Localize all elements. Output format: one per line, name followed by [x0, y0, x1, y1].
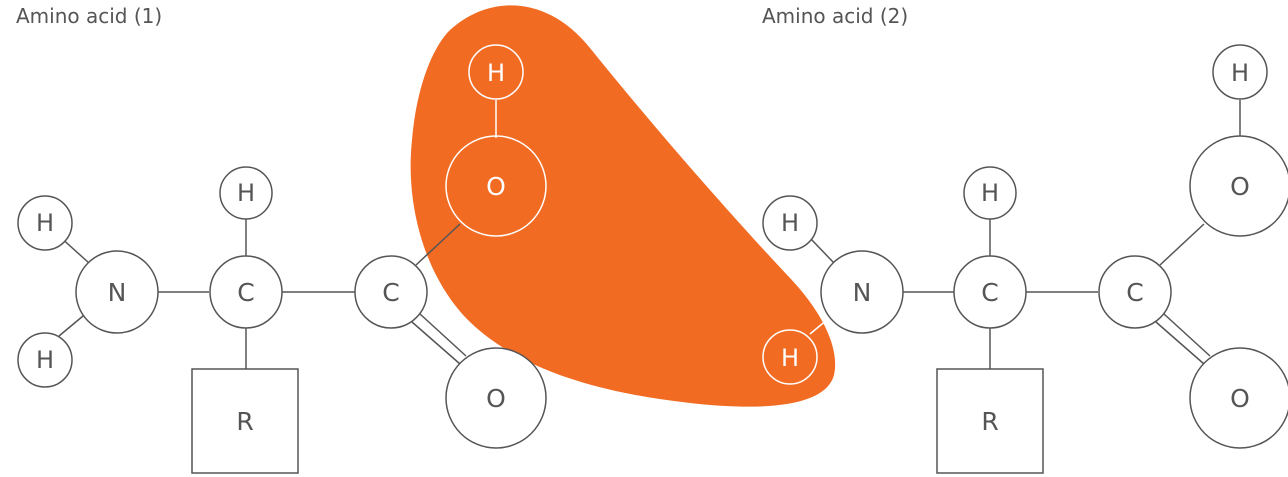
molecule-2-bonds [809, 100, 1241, 369]
atom-h-amine-bottom: H [17, 332, 73, 388]
atom-c-alpha-2: C [953, 255, 1027, 329]
atom-h-amine-bottom-2-highlighted: H [762, 329, 818, 385]
molecule-1-bonds [58, 100, 497, 369]
atom-label: N [108, 278, 127, 307]
atom-label: H [487, 59, 505, 87]
atom-r-group: R [191, 368, 299, 474]
atom-h-amine-top: H [17, 195, 73, 251]
molecule-1-atoms: H H N H C R C [17, 44, 547, 474]
atom-c-alpha: C [209, 255, 283, 329]
atom-h-hydroxyl-2: H [1212, 44, 1268, 100]
atom-label: H [1231, 59, 1249, 87]
amino-acid-2-title: Amino acid (2) [762, 4, 909, 28]
atom-label: C [237, 278, 254, 307]
atom-n-2: N [820, 250, 904, 334]
bond-c-o-double-a [411, 321, 461, 365]
atom-c-carboxyl: C [354, 255, 428, 329]
bond-h-n-top-2 [809, 237, 835, 264]
atom-h-alpha-2: H [963, 166, 1017, 220]
atom-label: C [1126, 278, 1143, 307]
atom-h-hydroxyl-highlighted: H [468, 44, 524, 100]
bond-c-o-double-b-2 [1163, 313, 1211, 357]
molecule-2-atoms: H H N H C R C [762, 44, 1288, 474]
atom-n: N [75, 250, 159, 334]
atom-o-carbonyl: O [445, 347, 547, 449]
atom-h-alpha: H [219, 166, 273, 220]
atom-o-carbonyl-2: O [1189, 347, 1288, 449]
bond-c-o-hydroxyl [415, 223, 461, 266]
bond-c-o-double-a-2 [1155, 321, 1205, 365]
atom-label: H [981, 179, 999, 207]
atom-o-hydroxyl-highlighted: O [445, 135, 547, 237]
atom-label: H [36, 209, 54, 237]
atom-label: C [981, 278, 998, 307]
atom-label: C [382, 278, 399, 307]
atom-label: H [237, 179, 255, 207]
amino-acid-1-title: Amino acid (1) [16, 4, 163, 28]
atom-label: N [853, 278, 872, 307]
atom-label: R [981, 407, 998, 436]
atom-label: O [1230, 384, 1250, 413]
atom-label: O [486, 384, 506, 413]
atom-o-hydroxyl-2: O [1189, 135, 1288, 237]
bond-c-o-hydroxyl-2 [1159, 223, 1205, 266]
atom-c-carboxyl-2: C [1098, 255, 1172, 329]
atom-label: H [781, 209, 799, 237]
atom-label: O [1230, 172, 1250, 201]
atom-h-amine-top-2: H [762, 195, 818, 251]
bond-c-o-double-b [419, 313, 467, 357]
atom-label: R [236, 407, 253, 436]
atom-label: H [36, 346, 54, 374]
atom-label: O [486, 172, 506, 201]
water-removal-highlight [410, 5, 836, 407]
atom-r-group-2: R [936, 368, 1044, 474]
atom-label: H [781, 344, 799, 372]
